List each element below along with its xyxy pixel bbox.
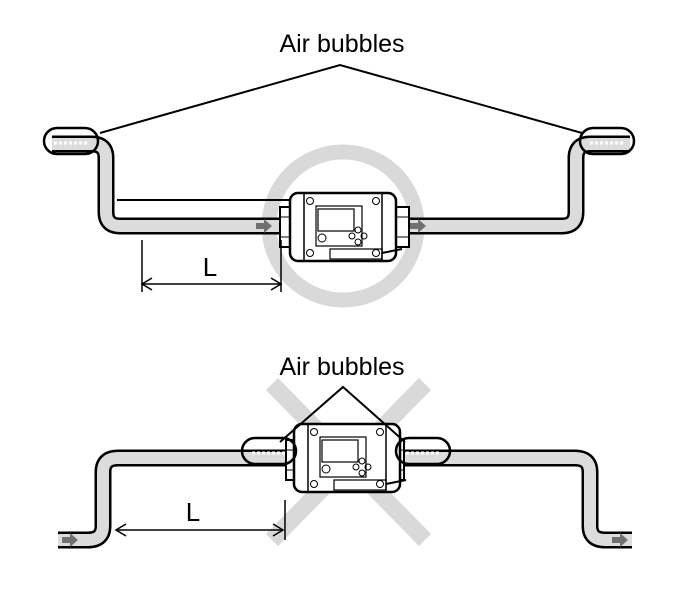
callout-lines <box>99 63 583 134</box>
callout-lines <box>279 385 406 443</box>
pipe-left <box>58 449 292 549</box>
pipe-right <box>400 135 630 235</box>
dimension-l <box>140 240 283 292</box>
dimension-label: L <box>186 497 200 527</box>
flow-sensor-device <box>292 422 408 494</box>
air-bubbles-label: Air bubbles <box>279 353 404 381</box>
flow-arrow-icon <box>256 219 272 233</box>
flow-arrow-icon <box>612 533 628 547</box>
pipe-right <box>398 449 632 549</box>
flow-sensor-device <box>288 191 404 263</box>
pipe-left <box>52 135 285 235</box>
air-bubbles-label: Air bubbles <box>279 30 404 58</box>
top-figure: Air bubbles L <box>42 30 636 308</box>
dimension-label: L <box>203 252 217 282</box>
dimension-l <box>114 500 286 540</box>
bottom-figure: Air bubbles L <box>58 353 632 549</box>
flow-arrow-icon <box>62 533 78 547</box>
flow-arrow-icon <box>410 219 426 233</box>
